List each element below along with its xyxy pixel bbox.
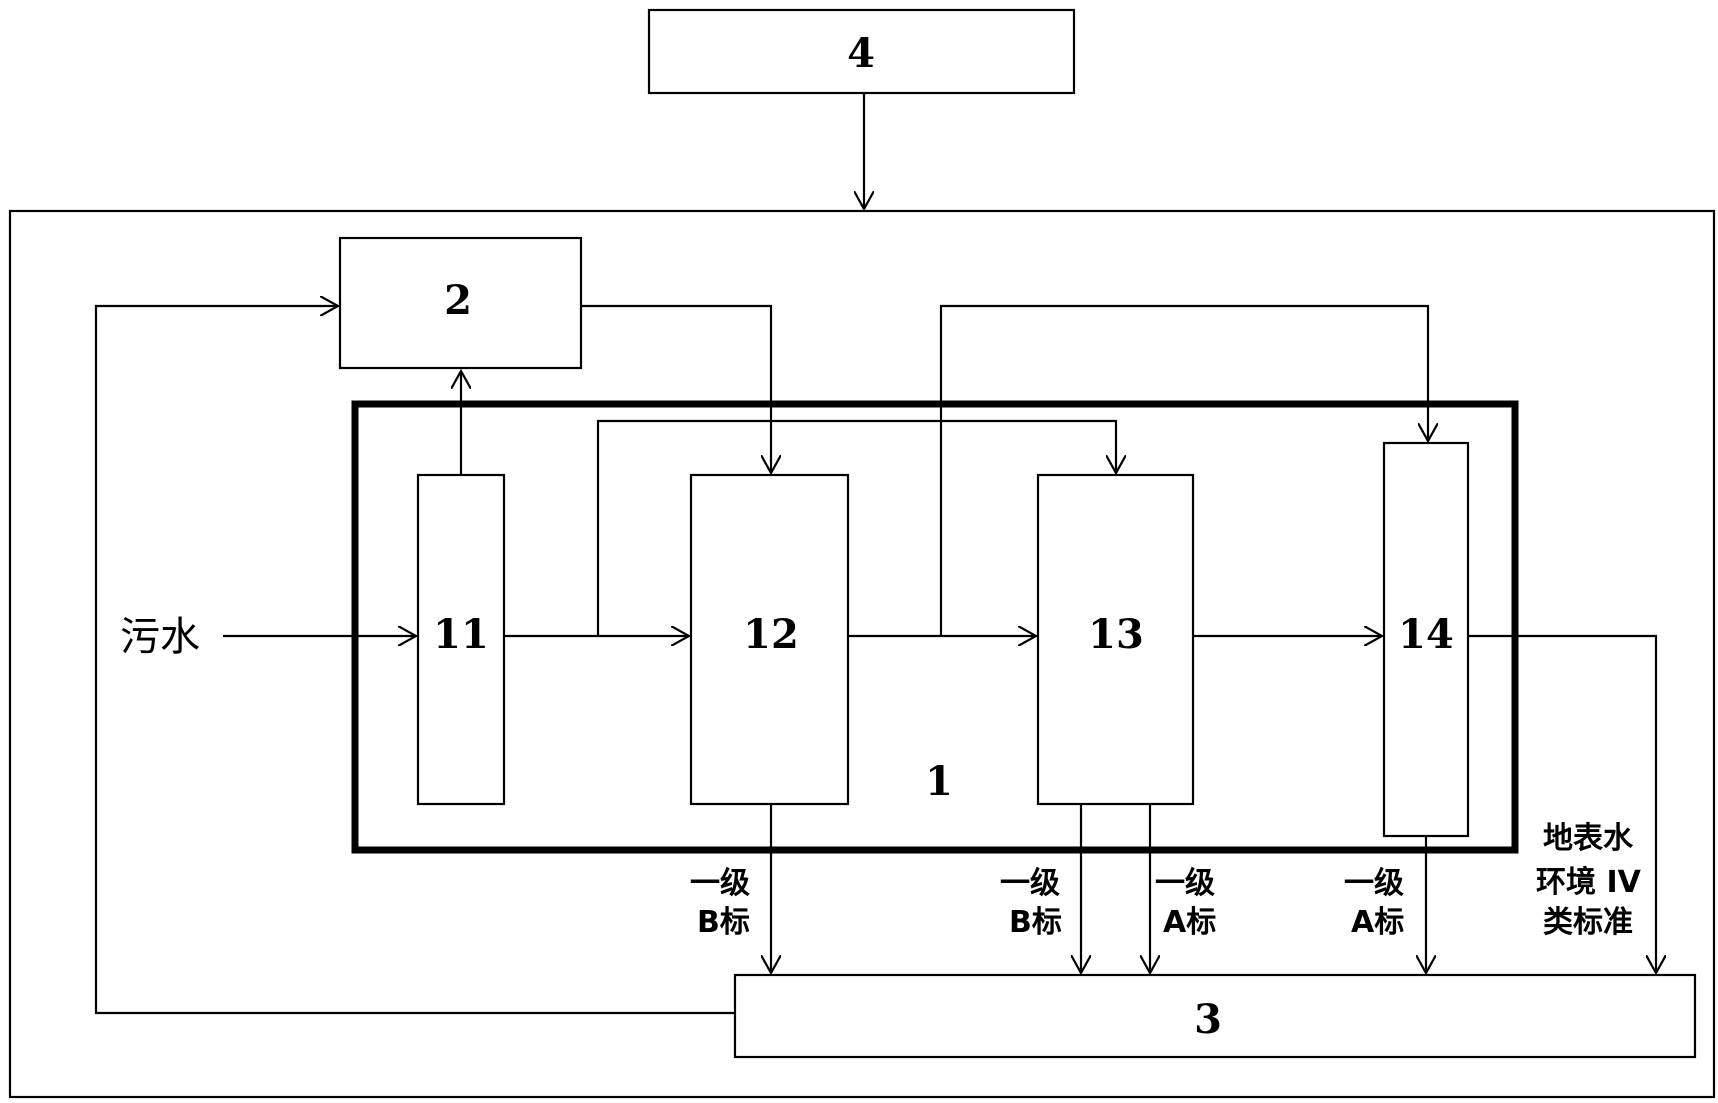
label-surface-line2: 环境 IV — [1536, 865, 1642, 900]
label-14a-line1: 一级 — [1344, 866, 1404, 901]
block-4 — [647, 8, 1076, 95]
tank-13 — [1036, 473, 1195, 806]
arrow-2-to-12 — [581, 304, 771, 473]
tank-13-label: 13 — [1088, 611, 1144, 658]
label-12-line1: 一级 — [690, 866, 750, 901]
block-2-label: 2 — [444, 277, 472, 324]
column-11-label: 11 — [433, 611, 489, 658]
outer-system-frame — [8, 209, 1716, 1099]
label-14a-line2: A标 — [1351, 905, 1404, 940]
block-4-label: 4 — [847, 30, 875, 77]
column-11 — [416, 473, 506, 806]
label-surface-line3: 类标准 — [1543, 905, 1633, 940]
label-surface-line1: 地表水 — [1543, 821, 1634, 856]
label-13b-line1: 一级 — [1000, 866, 1060, 901]
column-14-label: 14 — [1398, 611, 1454, 658]
label-12-line2: B标 — [697, 905, 750, 940]
tank-12-label: 12 — [743, 611, 799, 658]
block-3 — [733, 973, 1697, 1059]
block-2 — [338, 236, 583, 370]
feedback-3-to-2 — [94, 306, 735, 1015]
treatment-unit-1-label: 1 — [925, 758, 953, 805]
column-14 — [1382, 441, 1470, 838]
label-13a-line2: A标 — [1163, 905, 1216, 940]
treatment-unit-1 — [351, 400, 1519, 854]
bypass-12-to-14 — [939, 304, 1428, 636]
label-13b-line2: B标 — [1009, 905, 1062, 940]
tank-12 — [689, 473, 850, 806]
block-3-label: 3 — [1194, 996, 1222, 1043]
arrow-14-to-3 — [1468, 634, 1656, 973]
bypass-11-to-13 — [596, 419, 1116, 636]
inlet-label: 污水 — [120, 614, 200, 660]
label-13a-line1: 一级 — [1155, 866, 1215, 901]
